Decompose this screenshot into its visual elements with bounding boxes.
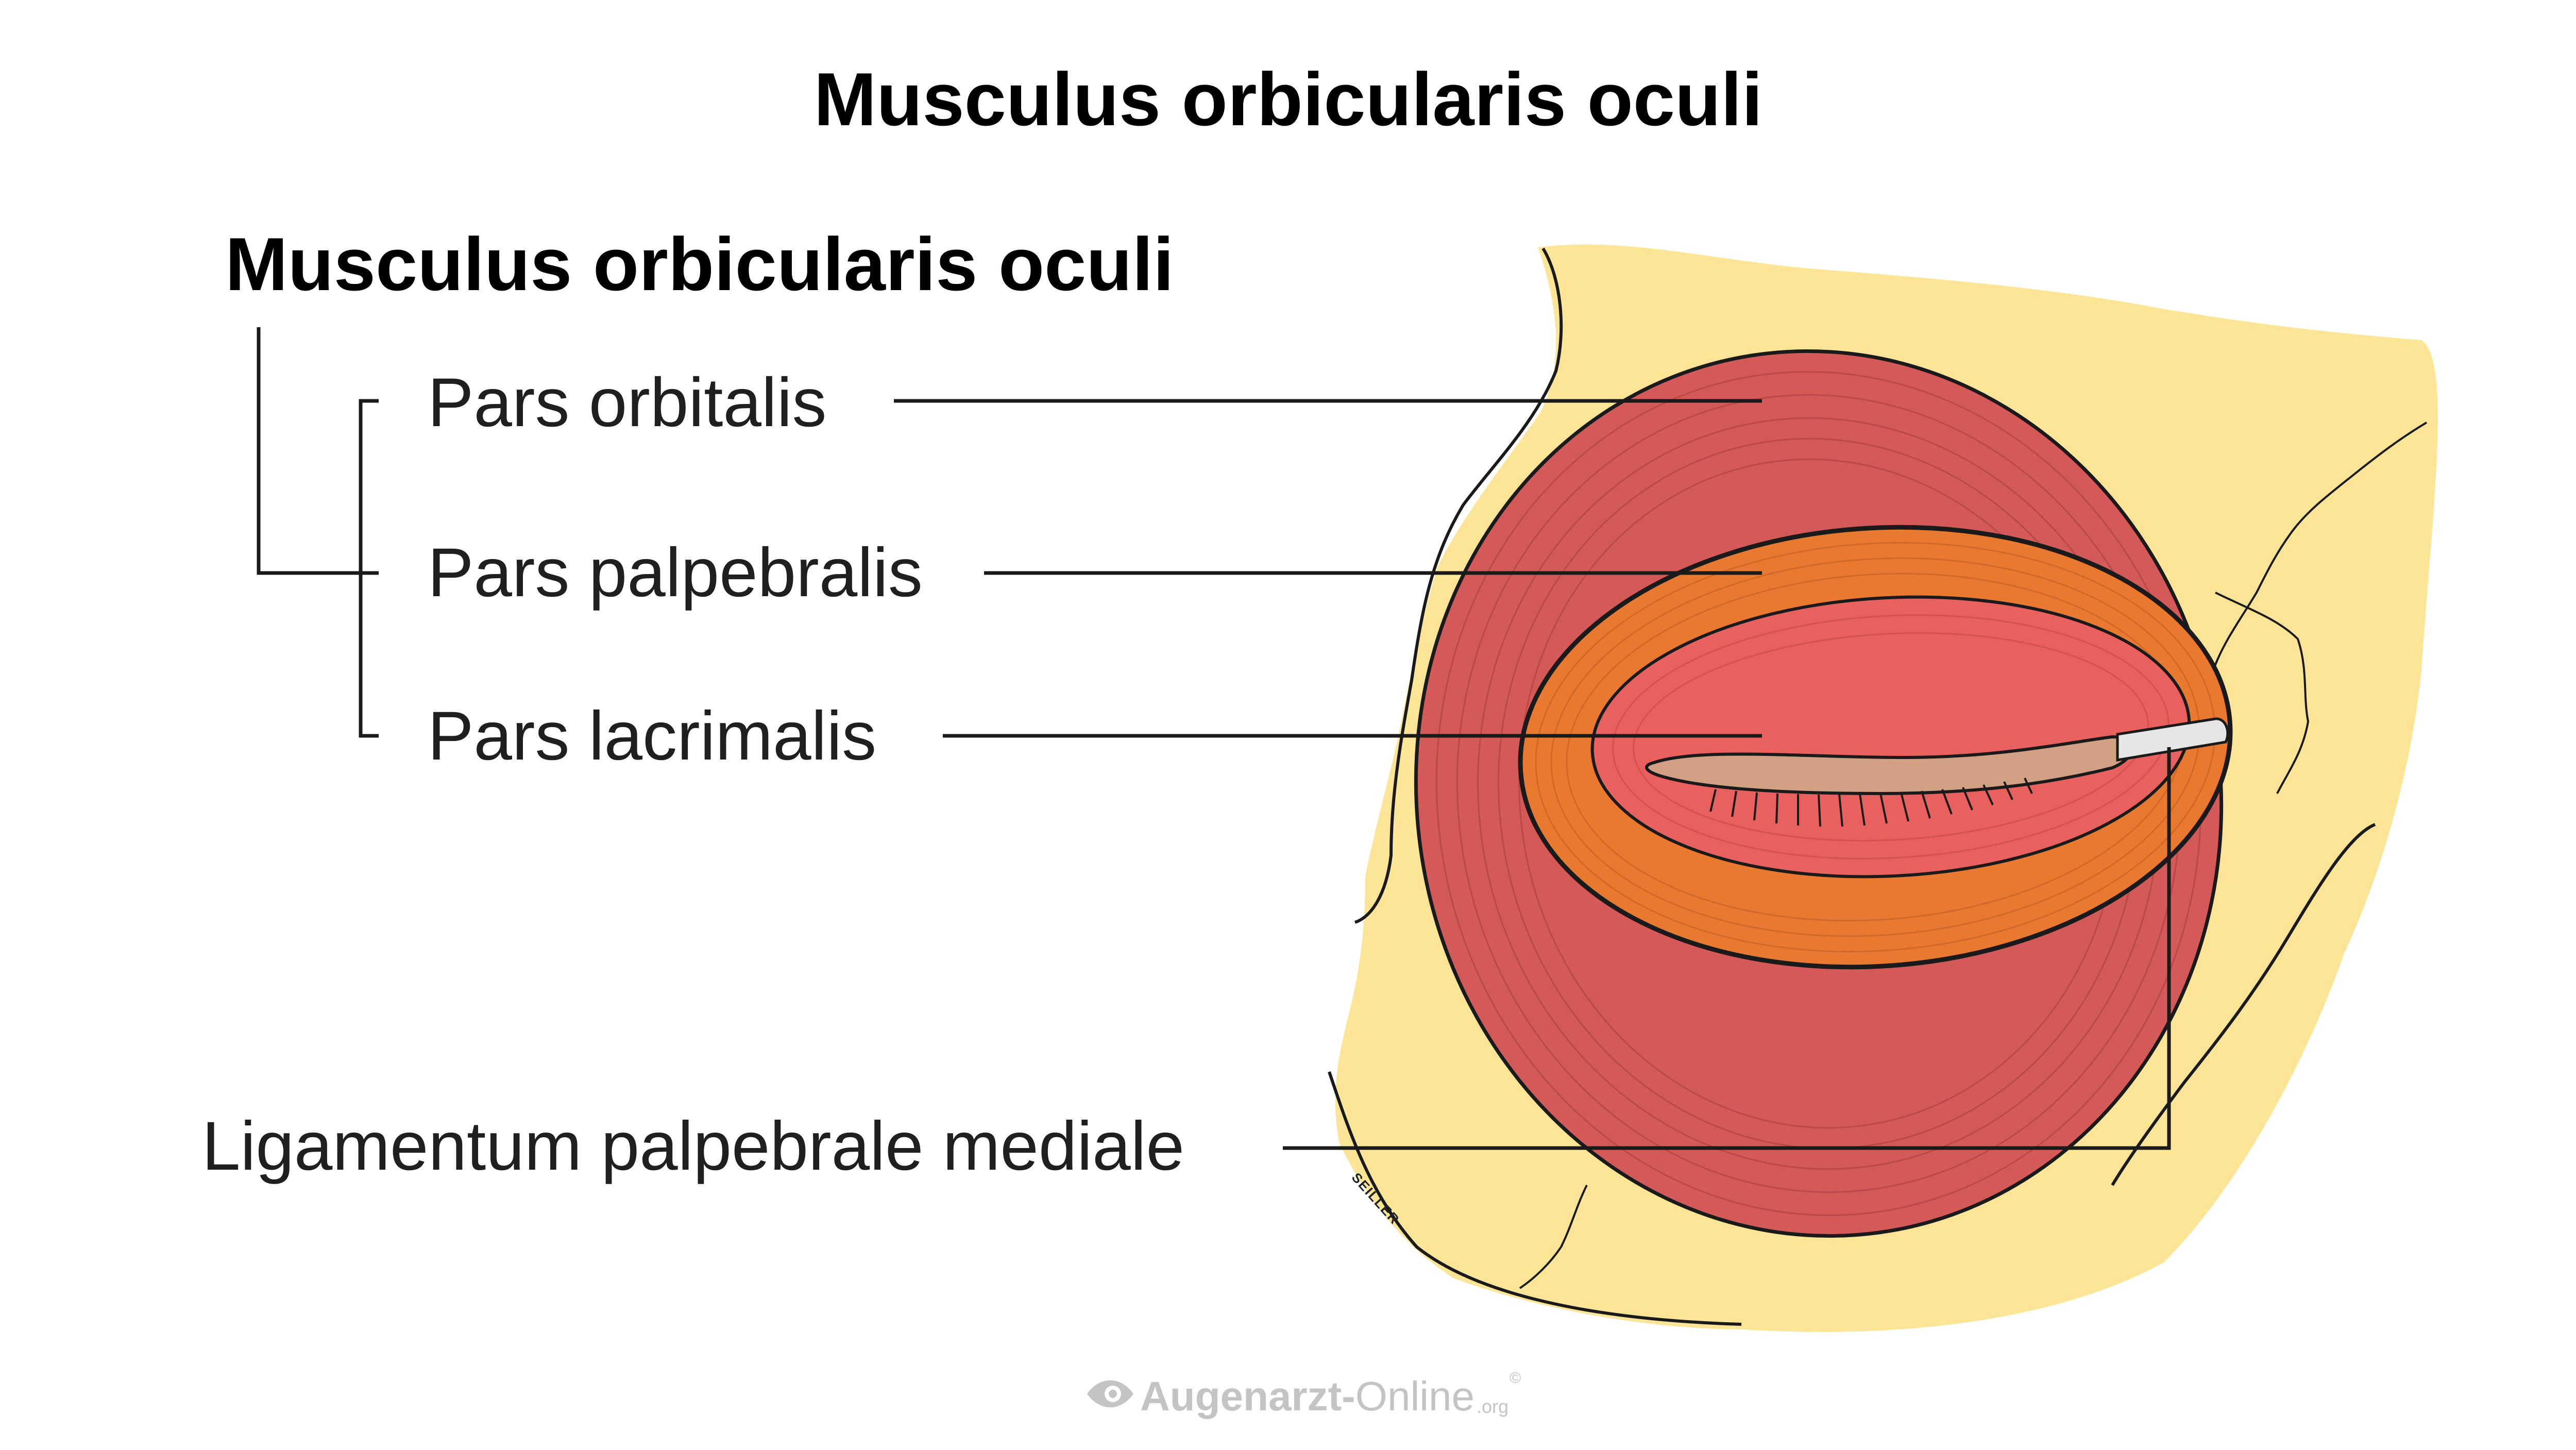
nerve-squiggle-bottom: [1519, 1185, 1588, 1289]
bracket-tree: [257, 327, 379, 738]
skin-contour-right: [2111, 823, 2376, 1186]
tree-heading: Musculus orbicularis oculi: [225, 222, 1174, 306]
eyelid-margin: [1645, 735, 2133, 796]
eye-logo-icon: [1087, 1380, 1133, 1408]
watermark-name-bold: Augenarzt-: [1140, 1373, 1355, 1419]
skin-contour-left: [1354, 247, 1563, 924]
watermark: Augenarzt- Online .org ©: [1084, 1371, 1521, 1417]
bracket-main: [257, 327, 379, 575]
label-pars-lacrimalis: Pars lacrimalis: [428, 698, 877, 774]
label-ligamentum-palpebrale-mediale: Ligamentum palpebrale mediale: [202, 1108, 1184, 1185]
watermark-copyright: ©: [1510, 1370, 1521, 1387]
nerve-squiggle-branch: [2215, 592, 2310, 794]
pars-lacrimalis-fibers: [1612, 614, 2170, 859]
skin-contour-lower: [1328, 1071, 1742, 1326]
pars-lacrimalis-shape: [1590, 595, 2191, 879]
leader-lines: [894, 399, 2171, 1150]
eyelashes: [1709, 778, 2033, 827]
watermark-name-light: Online: [1355, 1373, 1475, 1419]
bracket-parts: [359, 399, 379, 738]
label-pars-orbitalis: Pars orbitalis: [428, 364, 827, 441]
label-pars-palpebralis: Pars palpebralis: [428, 534, 923, 611]
page-title: Musculus orbicularis oculi: [814, 57, 1763, 141]
watermark-tld: .org: [1477, 1396, 1509, 1417]
ligament-shape: [2116, 717, 2229, 762]
leader-line-ligamentum: [1283, 747, 2171, 1150]
